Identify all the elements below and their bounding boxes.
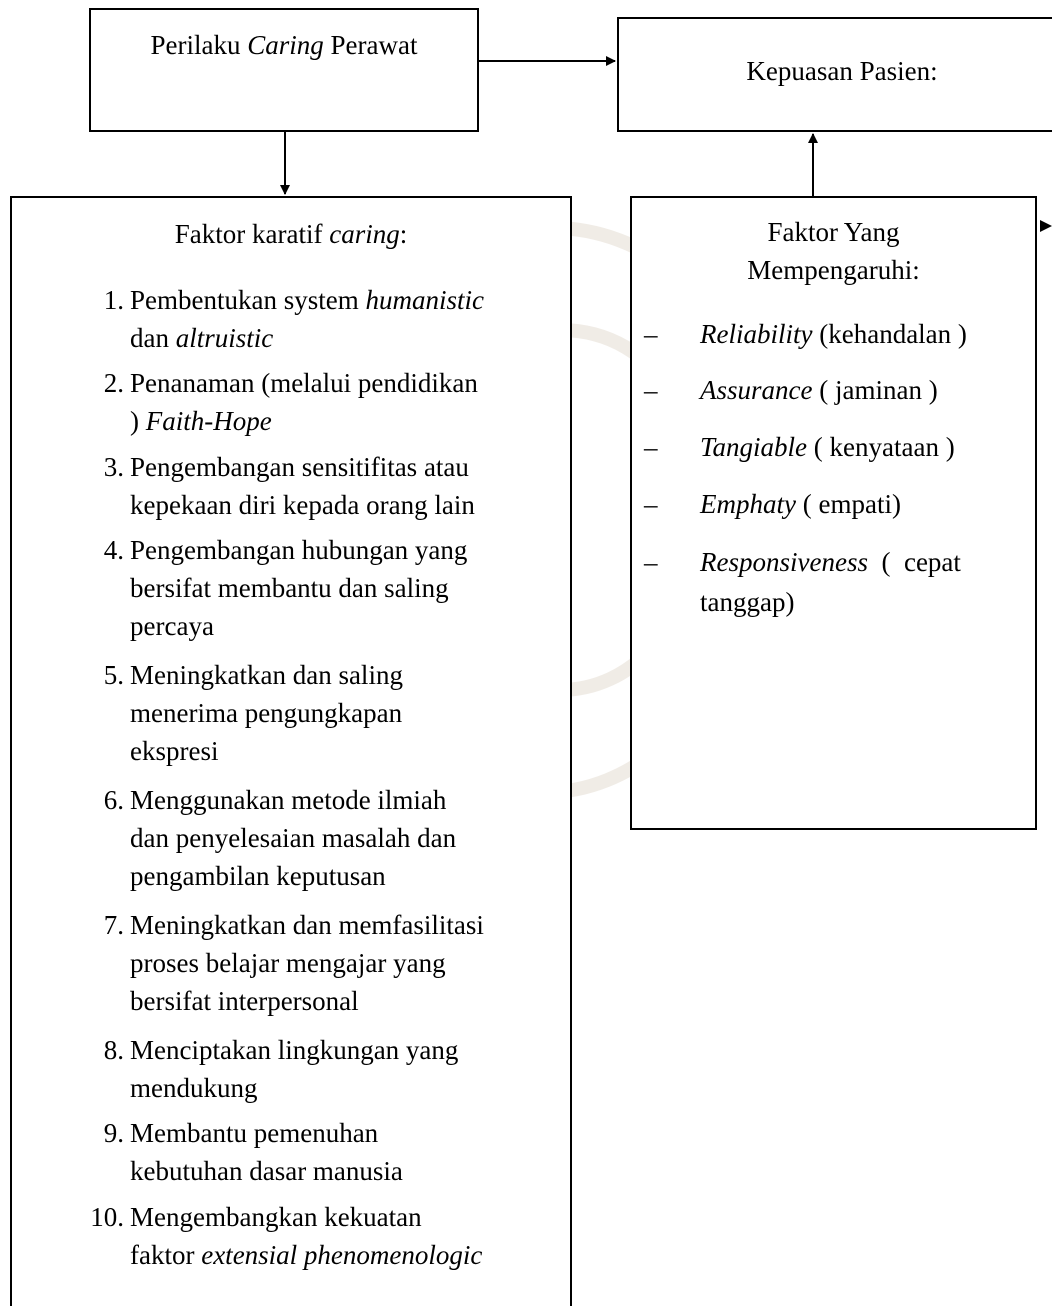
faktor-karatif-title: Faktor karatif caring: xyxy=(174,219,408,249)
perilaku-caring-box: Perilaku Caring Perawat xyxy=(89,8,479,132)
edge-marker xyxy=(1040,220,1052,232)
perilaku-caring-title: Perilaku Caring Perawat xyxy=(150,30,418,60)
faktor-karatif-box: Faktor karatif caring: 1. Pembentukan sy… xyxy=(10,196,572,1306)
kepuasan-pasien-title: Kepuasan Pasien: xyxy=(746,56,938,86)
kepuasan-pasien-box: Kepuasan Pasien: xyxy=(617,17,1052,132)
